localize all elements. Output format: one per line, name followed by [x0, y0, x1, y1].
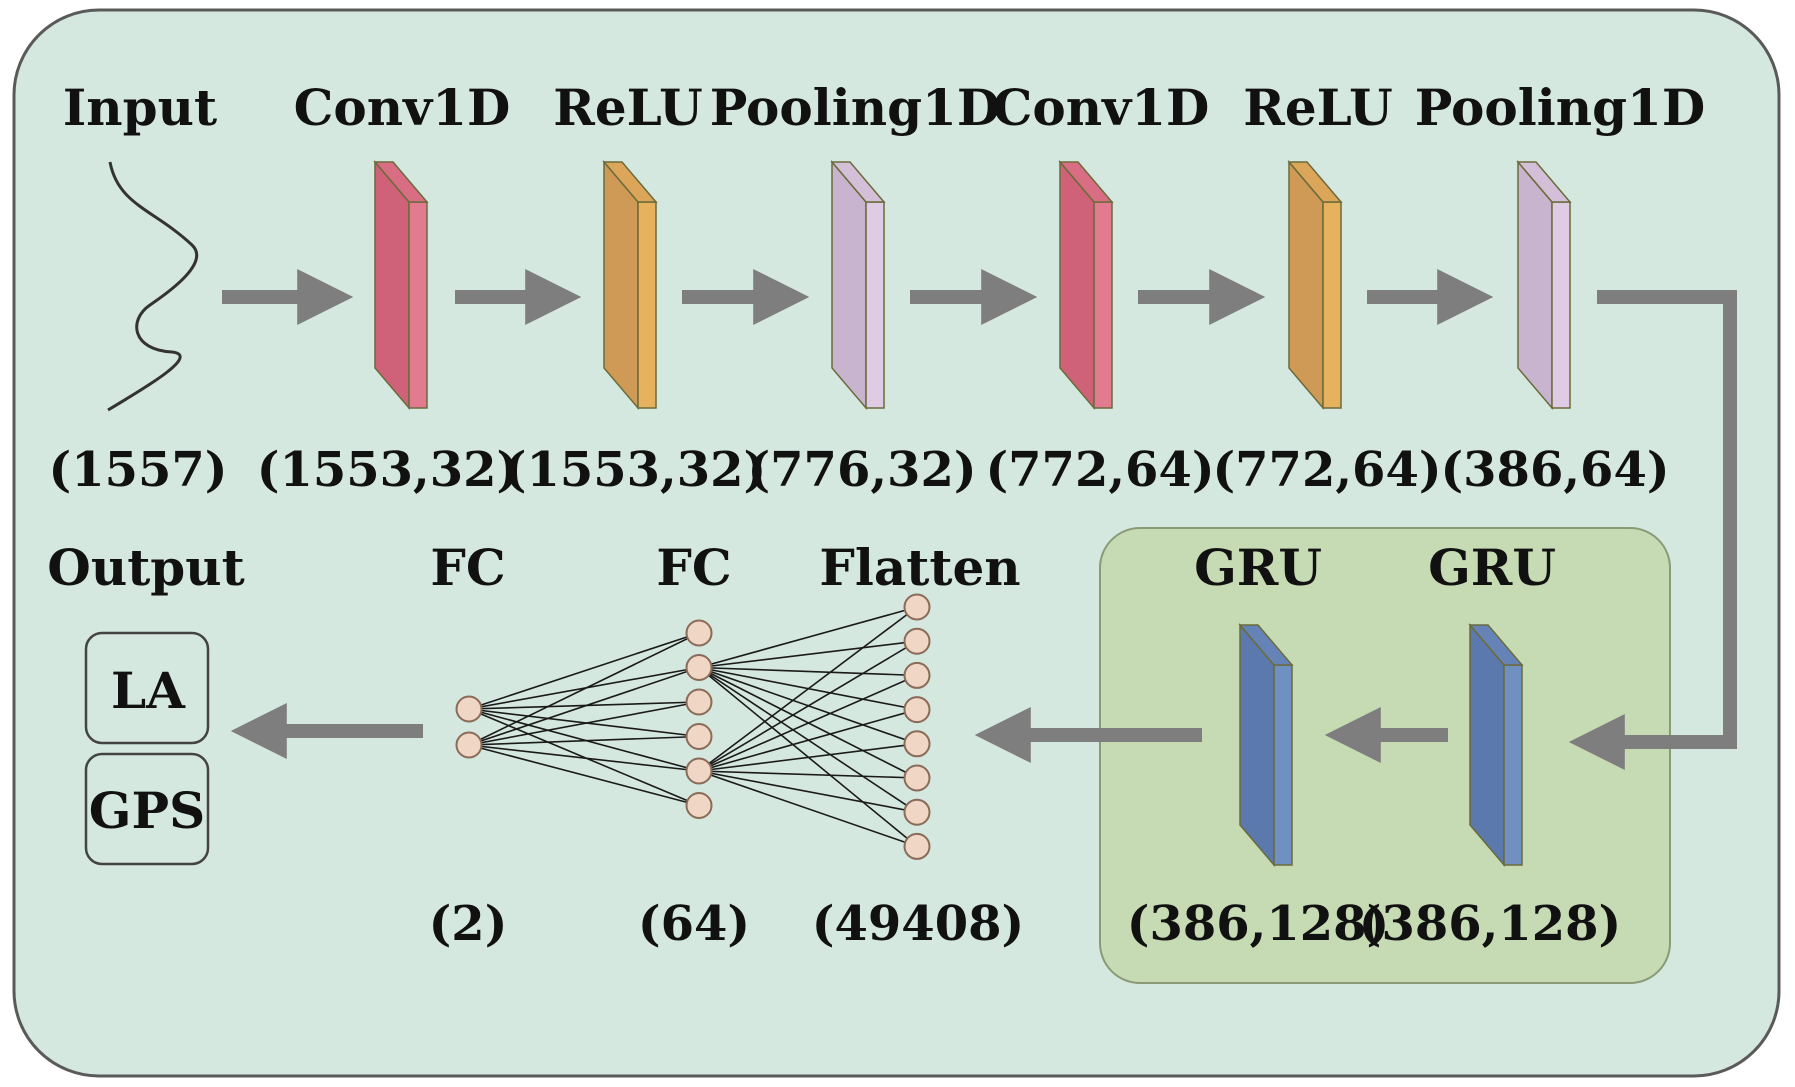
layer-label-pooling1d-1: Pooling1D	[710, 78, 1000, 137]
fc2-node-5	[685, 757, 713, 785]
fc2-node-6	[685, 792, 713, 819]
fc2-dim: (64)	[638, 896, 750, 952]
gru-dim-2: (386,128)	[1359, 896, 1622, 952]
layer-dim-relu-1: (1553,32)	[504, 442, 767, 498]
output-item-la: LA	[111, 661, 186, 720]
fc1-node-2	[455, 731, 483, 759]
flatten-dim: (49408)	[812, 896, 1024, 952]
layer-label-relu-2: ReLU	[1243, 78, 1392, 137]
layer-label-relu-1: ReLU	[553, 78, 702, 137]
layer-label-pooling1d-2: Pooling1D	[1415, 78, 1705, 137]
input-label: Input	[63, 78, 217, 137]
fc1-node-1	[455, 695, 483, 723]
fc1-label: FC	[430, 538, 505, 597]
input-dim: (1557)	[48, 442, 227, 498]
layer-block-pool-3	[830, 159, 886, 411]
layer-dim-conv1d-2: (772,64)	[985, 442, 1214, 498]
flatten-node-8	[903, 832, 931, 860]
layer-blocks	[373, 159, 1572, 868]
flatten-node-5	[903, 730, 931, 758]
layer-label-conv1d-2: Conv1D	[993, 78, 1210, 137]
layer-block-conv-1	[373, 159, 429, 411]
flatten-node-7	[903, 798, 931, 826]
flatten-label: Flatten	[819, 538, 1020, 597]
flatten-node-6	[903, 764, 931, 792]
gru-label-2: GRU	[1428, 538, 1556, 597]
gru-dim-1: (386,128)	[1127, 896, 1390, 952]
layer-dim-conv1d-1: (1553,32)	[257, 442, 520, 498]
layer-dim-pooling1d-1: (776,32)	[747, 442, 976, 498]
layer-dim-pooling1d-2: (386,64)	[1440, 442, 1669, 498]
output-box-gps	[84, 752, 210, 866]
layer-label-conv1d-1: Conv1D	[294, 78, 511, 137]
fc2-label: FC	[656, 538, 731, 597]
layer-block-conv-4	[1058, 159, 1114, 411]
layer-block-pool-6	[1516, 159, 1572, 411]
flatten-node-2	[903, 627, 931, 655]
flatten-node-3	[903, 661, 931, 689]
flow-arrows	[222, 269, 1737, 770]
layer-block-relu-2	[602, 159, 658, 411]
dense-connections	[468, 606, 918, 848]
arrow-pool-to-gru	[1568, 290, 1737, 770]
dense-nodes	[455, 593, 931, 860]
fc2-node-1	[685, 619, 713, 647]
fc2-node-3	[685, 688, 713, 716]
flatten-node-1	[903, 593, 931, 621]
fc2-node-2	[685, 654, 713, 681]
layer-dim-relu-2: (772,64)	[1212, 442, 1441, 498]
gru-label-1: GRU	[1194, 538, 1322, 597]
layer-block-relu-5	[1287, 159, 1343, 411]
fc2-node-4	[685, 723, 713, 750]
gru-block-2	[1468, 622, 1524, 868]
output-box-la	[84, 631, 210, 745]
output-item-gps: GPS	[89, 781, 205, 840]
flatten-node-4	[903, 696, 931, 724]
input-signal-icon	[107, 161, 199, 412]
output-label: Output	[47, 538, 244, 597]
gru-block-1	[1238, 622, 1294, 868]
fc1-dim: (2)	[429, 896, 508, 952]
